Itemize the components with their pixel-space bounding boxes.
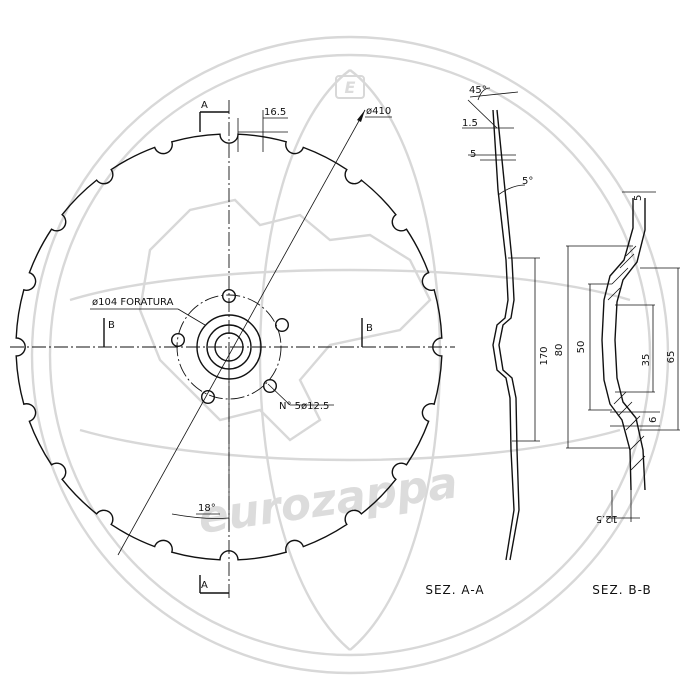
- notch-angle-label: 18°: [198, 503, 216, 514]
- bolt-circle-leader-2: [177, 308, 206, 326]
- section-bb-title: SEZ. B-B: [592, 583, 651, 597]
- hub-profile-inner: [614, 198, 646, 491]
- watermark-logo-box: [335, 75, 365, 99]
- blade-profile-outer: [492, 109, 515, 561]
- hole-dim-label: 35: [641, 354, 652, 367]
- watermark-brand: eurozappa: [195, 457, 461, 544]
- section-a-top-label: A: [201, 100, 208, 111]
- top-dim-label: 5: [633, 195, 644, 201]
- watermark-globe-parallel-2: [79, 428, 621, 462]
- watermark-europe-outline: [138, 198, 432, 442]
- edge-thickness-label: 5: [470, 149, 476, 160]
- bevel-angle-label: 45°: [469, 85, 487, 96]
- dish-angle-label: 5°: [522, 176, 533, 187]
- disc-outline: [15, 133, 443, 561]
- bevel-line-2: [469, 91, 519, 98]
- watermark: E eurozappa: [30, 35, 670, 675]
- hub-hatch: [607, 245, 646, 471]
- bolt-hole: [170, 333, 185, 348]
- front-view: ø410 16.5 A A B B ø104 FORATURA N° 5ø12.…: [10, 100, 455, 600]
- section-bb: 5 80 50 35 65 6 12.5 SEZ. B-B: [554, 191, 680, 597]
- holes-leader: [267, 383, 291, 406]
- section-aa-title: SEZ. A-A: [425, 583, 484, 597]
- blade-profile-inner: [496, 109, 520, 561]
- watermark-outer-ring: [30, 35, 670, 675]
- watermark-globe-meridian: [258, 69, 351, 651]
- notch-width-label: 16.5: [264, 107, 286, 118]
- section-b-left-label: B: [108, 320, 115, 331]
- watermark-globe-meridian-2: [349, 69, 442, 651]
- section-b-right-label: B: [366, 323, 373, 334]
- hub-profile-outer: [601, 198, 634, 491]
- section-aa: 45° 1.5 5 5° 170 SEZ. A-A: [425, 85, 550, 597]
- wall-dim-label: 6: [648, 417, 659, 423]
- watermark-logo-letter: E: [345, 78, 356, 97]
- watermark-globe-parallel: [69, 268, 631, 302]
- diameter-leader: [117, 109, 366, 556]
- bolt-hole: [275, 318, 290, 333]
- bolt-circle-label: ø104 FORATURA: [92, 297, 174, 308]
- section-a-bottom-label: A: [201, 580, 208, 591]
- bevel-angle-arc: [477, 87, 491, 101]
- bevel-land-label: 1.5: [462, 118, 478, 129]
- diameter-label: ø410: [366, 106, 391, 117]
- bevel-line-1: [467, 99, 498, 129]
- diameter-arrow: [357, 110, 365, 122]
- hub-dim-label: 65: [666, 351, 677, 364]
- holes-label: N° 5ø12.5: [279, 401, 329, 412]
- watermark-inner-ring: [48, 53, 652, 657]
- bottom-dim-label: 12.5: [596, 513, 618, 524]
- dish-angle-arc: [497, 184, 526, 196]
- notch-angle-arc: [171, 513, 230, 519]
- bolt-hole: [263, 379, 278, 394]
- bolt-hole: [200, 390, 215, 405]
- hub-height-label: 170: [539, 346, 550, 365]
- outer-dim-label: 80: [554, 344, 565, 357]
- inner-dim-label: 50: [576, 341, 587, 354]
